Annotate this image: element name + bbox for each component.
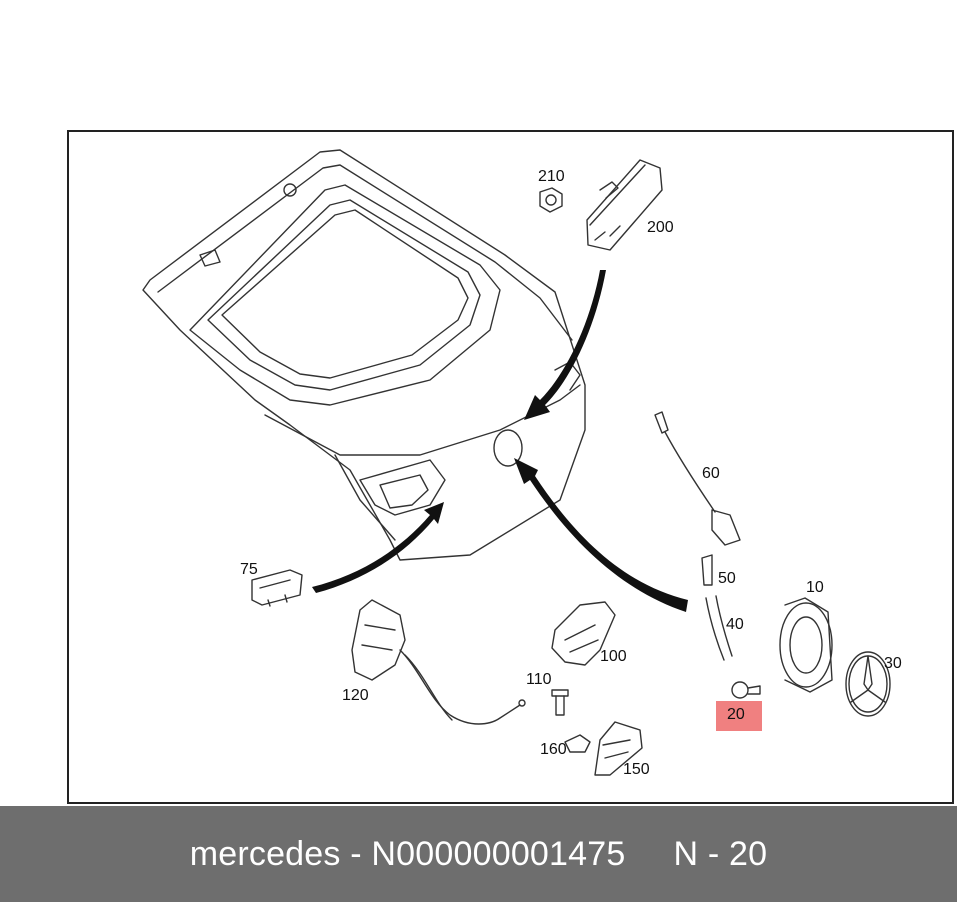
part-50-plug [701,554,713,586]
callout-75: 75 [240,561,258,578]
footer-bar: mercedes - N000000001475 N - 20 [0,806,957,902]
part-10-housing [779,597,833,693]
callout-20: 20 [727,706,745,723]
part-200-control-unit [586,159,663,251]
part-75-bracket [251,569,303,607]
diagram-reference: N - 20 [673,834,768,873]
part-120-actuator [351,599,526,725]
part-40-hose [705,595,733,661]
part-160-clip [564,734,591,753]
callout-160: 160 [540,741,567,758]
part-150-cover [594,721,643,776]
part-30-emblem [845,651,891,717]
callout-120: 120 [342,687,369,704]
part-110-bolt [551,689,569,716]
callout-50: 50 [718,570,736,587]
assembly-arrows [312,270,688,612]
part-20-screw [731,681,761,699]
highlight-box-20 [716,701,762,731]
callout-100: 100 [600,648,627,665]
callout-150: 150 [623,761,650,778]
callout-30: 30 [884,655,902,672]
callout-40: 40 [726,616,744,633]
tailgate-drawing [142,149,586,561]
part-60-cable [654,411,741,546]
callout-110: 110 [526,671,552,688]
part-210-nut [539,187,563,213]
brand-part-number: mercedes - N000000001475 [189,834,626,873]
callout-210: 210 [538,168,565,185]
diagram-frame [67,130,954,804]
callout-200: 200 [647,219,674,236]
part-100-lock [551,601,616,666]
callout-60: 60 [702,465,720,482]
callout-10: 10 [806,579,824,596]
